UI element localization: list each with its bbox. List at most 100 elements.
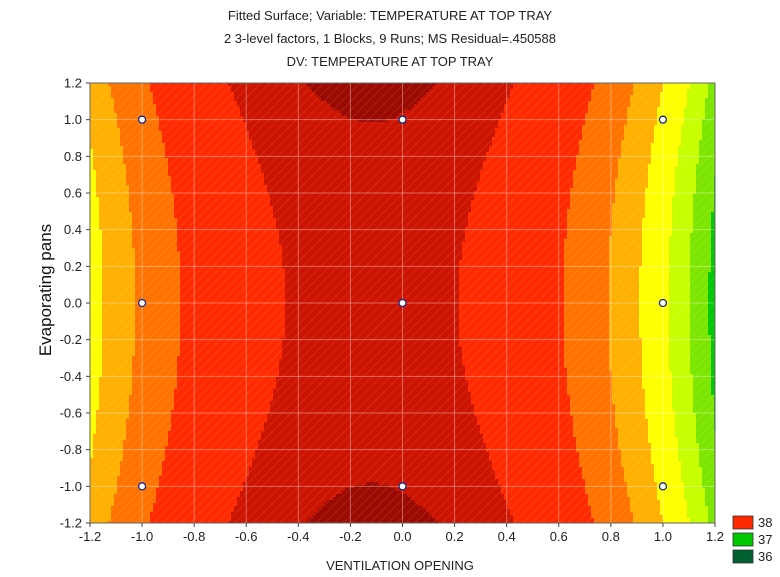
contour-cell — [129, 260, 132, 263]
contour-cell — [90, 335, 93, 338]
contour-cell — [132, 347, 135, 350]
contour-cell — [90, 245, 93, 248]
contour-cell — [93, 143, 96, 146]
contour-cell — [123, 284, 126, 287]
contour-cell — [114, 356, 117, 359]
contour-cell — [117, 452, 120, 455]
contour-cell — [117, 470, 120, 473]
contour-cell — [105, 320, 108, 323]
contour-cell — [126, 515, 129, 518]
contour-cell — [117, 515, 120, 518]
contour-cell — [108, 146, 111, 149]
contour-cell — [114, 365, 117, 368]
contour-cell — [114, 221, 117, 224]
contour-cell — [93, 494, 96, 497]
contour-cell — [132, 401, 135, 404]
contour-cell — [117, 182, 120, 185]
contour-cell — [96, 383, 99, 386]
contour-cell — [93, 278, 96, 281]
contour-cell — [129, 440, 132, 443]
contour-cell — [123, 149, 126, 152]
contour-cell — [96, 329, 99, 332]
contour-cell — [90, 353, 93, 356]
contour-cell — [123, 167, 126, 170]
contour-cell — [102, 215, 105, 218]
contour-cell — [120, 206, 123, 209]
contour-cell — [129, 278, 132, 281]
contour-cell — [114, 248, 117, 251]
contour-cell — [105, 122, 108, 125]
contour-cell — [120, 251, 123, 254]
contour-cell — [120, 188, 123, 191]
contour-cell — [132, 275, 135, 278]
contour-cell — [120, 395, 123, 398]
contour-cell — [126, 182, 129, 185]
contour-cell — [93, 197, 96, 200]
contour-cell — [114, 185, 117, 188]
contour-cell — [93, 269, 96, 272]
contour-cell — [102, 161, 105, 164]
contour-cell — [123, 212, 126, 215]
contour-cell — [129, 431, 132, 434]
contour-cell — [105, 383, 108, 386]
contour-cell — [108, 506, 111, 509]
contour-cell — [102, 242, 105, 245]
contour-cell — [123, 122, 126, 125]
contour-cell — [105, 518, 108, 521]
contour-cell — [120, 98, 123, 101]
contour-cell — [114, 428, 117, 431]
contour-cell — [132, 149, 135, 152]
contour-cell — [90, 272, 93, 275]
contour-cell — [93, 107, 96, 110]
contour-cell — [117, 92, 120, 95]
contour-cell — [129, 233, 132, 236]
contour-cell — [132, 473, 135, 476]
contour-cell — [108, 515, 111, 518]
contour-cell — [108, 479, 111, 482]
contour-cell — [99, 353, 102, 356]
contour-cell — [132, 356, 135, 359]
contour-cell — [120, 143, 123, 146]
contour-cell — [90, 290, 93, 293]
contour-cell — [132, 329, 135, 332]
contour-cell — [99, 137, 102, 140]
contour-cell — [90, 470, 93, 473]
contour-cell — [102, 323, 105, 326]
contour-cell — [123, 491, 126, 494]
contour-cell — [126, 362, 129, 365]
contour-cell — [93, 242, 96, 245]
contour-cell — [114, 167, 117, 170]
contour-cell — [111, 143, 114, 146]
contour-cell — [132, 167, 135, 170]
contour-cell — [132, 464, 135, 467]
contour-cell — [117, 290, 120, 293]
contour-cell — [114, 239, 117, 242]
contour-cell — [111, 503, 114, 506]
contour-cell — [108, 110, 111, 113]
contour-cell — [93, 341, 96, 344]
contour-cell — [123, 230, 126, 233]
contour-cell — [120, 215, 123, 218]
contour-cell — [102, 314, 105, 317]
contour-cell — [108, 209, 111, 212]
contour-cell — [129, 251, 132, 254]
contour-cell — [102, 359, 105, 362]
contour-cell — [108, 380, 111, 383]
contour-cell — [90, 389, 93, 392]
contour-cell — [111, 89, 114, 92]
contour-cell — [90, 326, 93, 329]
contour-cell — [99, 362, 102, 365]
contour-cell — [129, 107, 132, 110]
contour-cell — [102, 278, 105, 281]
contour-cell — [90, 209, 93, 212]
contour-cell — [105, 257, 108, 260]
contour-cell — [99, 272, 102, 275]
contour-cell — [105, 401, 108, 404]
contour-cell — [120, 350, 123, 353]
contour-cell — [120, 107, 123, 110]
contour-cell — [132, 131, 135, 134]
contour-cell — [90, 182, 93, 185]
contour-cell — [96, 113, 99, 116]
contour-cell — [108, 83, 111, 86]
contour-cell — [123, 320, 126, 323]
